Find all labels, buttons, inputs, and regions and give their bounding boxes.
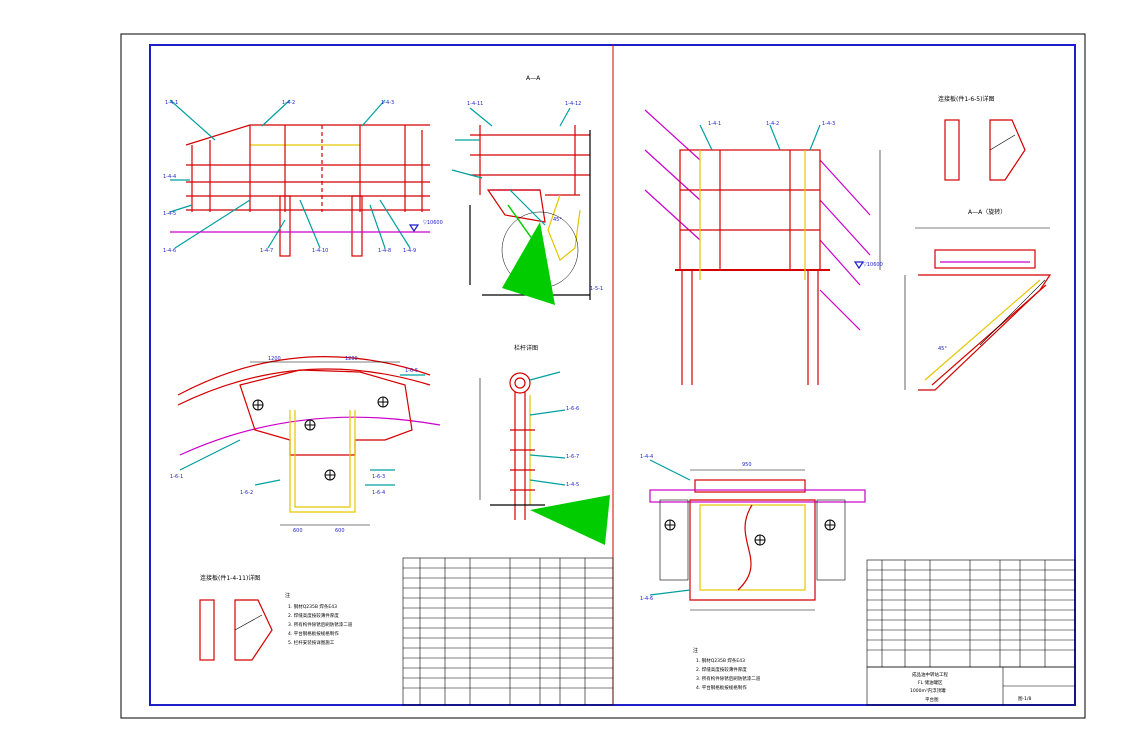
note-line: 2. 焊缝高度按较薄件厚度 [288,612,339,619]
part-label: 1-4-12 [565,101,581,107]
notes-list-left: 1. 钢材Q235B 焊条E43 2. 焊缝高度按较薄件厚度 3. 所有构件除锈… [288,603,353,646]
platform-plan-right [649,459,866,611]
note-line: 4. 平台钢格板按规格制作 [696,684,747,691]
part-labels-railing: 1-6-6 1-6-7 1-4-5 [566,406,579,488]
section-hatch-green [502,222,555,305]
drawing-number: 图-1/8 [1018,696,1032,702]
note-line: 5. 栏杆安装按详图施工 [288,639,335,646]
title-block-text: 成品油中转站工程 FL 储油罐区 1000m³内浮顶罐 平台图 图-1/8 [910,671,1032,703]
note-line: 4. 平台钢格板按规格制作 [288,630,339,637]
grating-marks-right [664,519,836,546]
dim-width: 600 [335,528,345,534]
dim-width: 1200 [345,356,358,362]
part-label: 1-4-11 [467,101,483,107]
bom-table-right [866,559,1076,668]
section-aa-rotated-view [904,227,1052,391]
project-name: 成品油中转站工程 [912,671,948,678]
note-line: 1. 钢材Q235B 焊条E43 [696,657,745,664]
part-label: 1-6-3 [372,474,385,480]
part-label: 1-4-1 [165,100,178,106]
part-label: 1-6-4 [372,490,385,496]
part-labels-left: 1-4-1 1-4-2 1-4-3 1-4-4 1-4-5 1-4-6 1-4-… [163,100,416,254]
title-block [866,666,1076,706]
project-sub: FL 储油罐区 [918,679,943,686]
part-label: 1-4-2 [766,121,779,127]
railing-elevation-left [169,99,430,257]
dim-width: 950 [742,462,752,468]
note-line: 3. 所有构件除锈后刷防锈漆二道 [696,675,761,682]
note-line: 2. 焊缝高度按较薄件厚度 [696,666,747,673]
drawing-name: 平台图 [925,696,939,703]
part-label: 1-4-6 [163,248,176,254]
part-labels-plan-right: 1-4-4 1-4-6 [640,454,653,602]
joint-plate-detail-b5 [944,119,1026,181]
view-title-railing: 栏杆详图 [514,344,538,352]
part-label: 1-4-5 [566,482,579,488]
part-label: 1-6-6 [566,406,579,412]
railing-detail-view [479,371,566,520]
outer-frame [120,33,1086,719]
part-label: 1-4-4 [163,174,176,180]
drawing-desc: 1000m³内浮顶罐 [910,687,946,694]
note-line: 3. 所有构件除锈后刷防锈漆二道 [288,621,353,628]
part-label: 1-6-1 [170,474,183,480]
dim-width: 1200 [268,356,281,362]
part-label: 1-4-5 [163,211,176,217]
part-label: 1-6-7 [566,454,579,460]
part-label: 1-4-2 [282,100,295,106]
part-label: 1-4-10 [312,248,328,254]
part-labels-right: 1-4-1 1-4-2 1-4-3 [708,121,835,127]
platform-elevation-right [644,109,881,385]
view-title-joint-b5: 连接板(件1-6-5)详图 [938,95,994,103]
part-labels-aa: 1-4-11 1-4-12 1-5-1 [467,101,603,292]
notes-list-right: 1. 钢材Q235B 焊条E43 2. 焊缝高度按较薄件厚度 3. 所有构件除锈… [696,657,761,691]
grating-marks-curved [252,396,389,481]
bom-table-left [402,557,614,706]
part-labels-curved: 1-6-1 1-6-2 1-6-3 1-6-4 1-6-5 [170,368,418,496]
notes-title: 注 [285,592,290,599]
level-mark: ▽10600 [423,220,443,226]
view-title-joint-b4: 连接板(件1-4-11)详图 [200,574,260,582]
angle-label: 45° [553,217,562,223]
part-label: 1-6-2 [240,490,253,496]
part-label: 1-4-9 [403,248,416,254]
angle-label: 45° [938,346,947,352]
dim-width: 600 [293,528,303,534]
platform-plan-curved [177,355,441,526]
part-label: 1-4-3 [381,100,394,106]
part-label: 1-4-8 [378,248,391,254]
view-title-aa: A—A [526,75,541,82]
joint-plate-detail-b4 [199,599,273,661]
view-title-aa-rotated: A—A（旋转） [968,208,1006,216]
part-label: 1-4-4 [640,454,653,460]
part-label: 1-4-6 [640,596,653,602]
part-label: 1-4-7 [260,248,273,254]
note-line: 1. 钢材Q235B 焊条E43 [288,603,337,610]
detail-hatch-green [530,495,610,545]
part-label: 1-4-3 [822,121,835,127]
part-label: 1-6-5 [405,368,418,374]
part-label: 1-5-1 [590,286,603,292]
notes-title: 注 [693,647,698,654]
level-mark: ▽10600 [863,262,883,268]
part-label: 1-4-1 [708,121,721,127]
